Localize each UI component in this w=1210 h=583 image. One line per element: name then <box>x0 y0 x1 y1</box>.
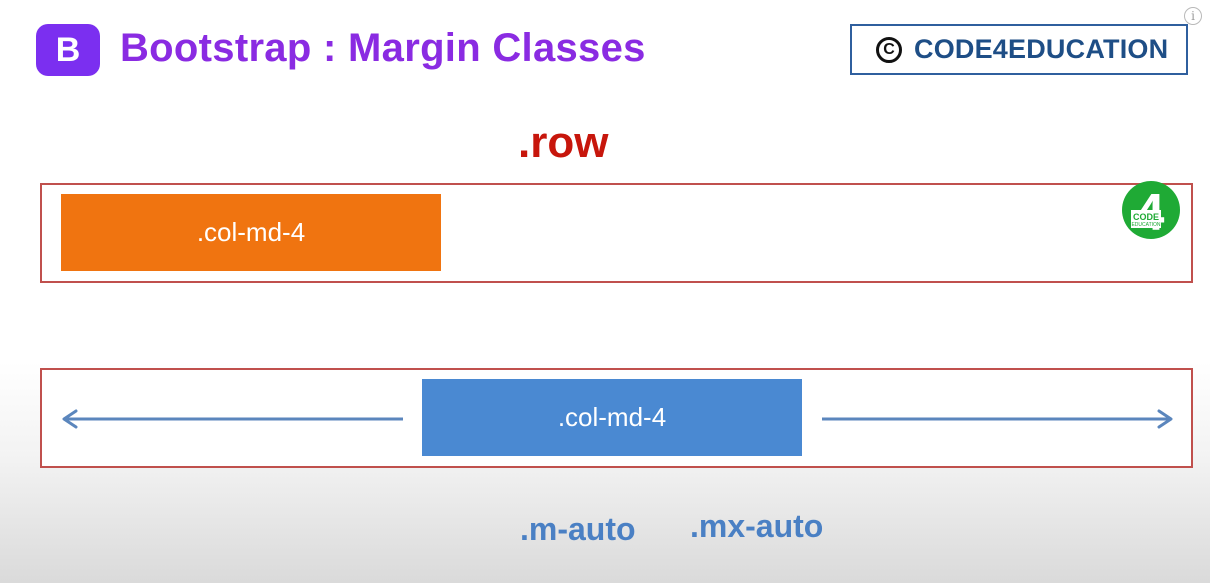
brand-box: C CODE4EDUCATION <box>850 24 1188 75</box>
column-orange-label: .col-md-4 <box>196 217 306 247</box>
m-auto-label: .m-auto <box>520 511 636 547</box>
mx-auto-label: .mx-auto <box>690 508 824 544</box>
column-blue-label: .col-md-4 <box>557 402 667 432</box>
brand-name: CODE4EDUCATION <box>914 34 1169 64</box>
bootstrap-logo-letter: B <box>55 31 81 69</box>
page-title: Bootstrap : Margin Classes <box>120 26 646 70</box>
mini-logo-word1: CODE <box>1133 212 1159 222</box>
arrow-right-icon <box>822 409 1173 429</box>
column-orange: .col-md-4 <box>61 194 441 271</box>
mini-logo-word2: EDUCATION <box>1131 222 1160 228</box>
info-icon[interactable]: i <box>1184 7 1202 25</box>
arrow-left-icon <box>62 409 403 429</box>
row-label: .row <box>518 118 609 167</box>
code4education-logo-icon: 4 CODE EDUCATION <box>1122 181 1180 240</box>
column-blue: .col-md-4 <box>422 379 802 456</box>
copyright-icon: C <box>876 36 902 63</box>
bootstrap-logo-icon: B <box>36 24 100 76</box>
